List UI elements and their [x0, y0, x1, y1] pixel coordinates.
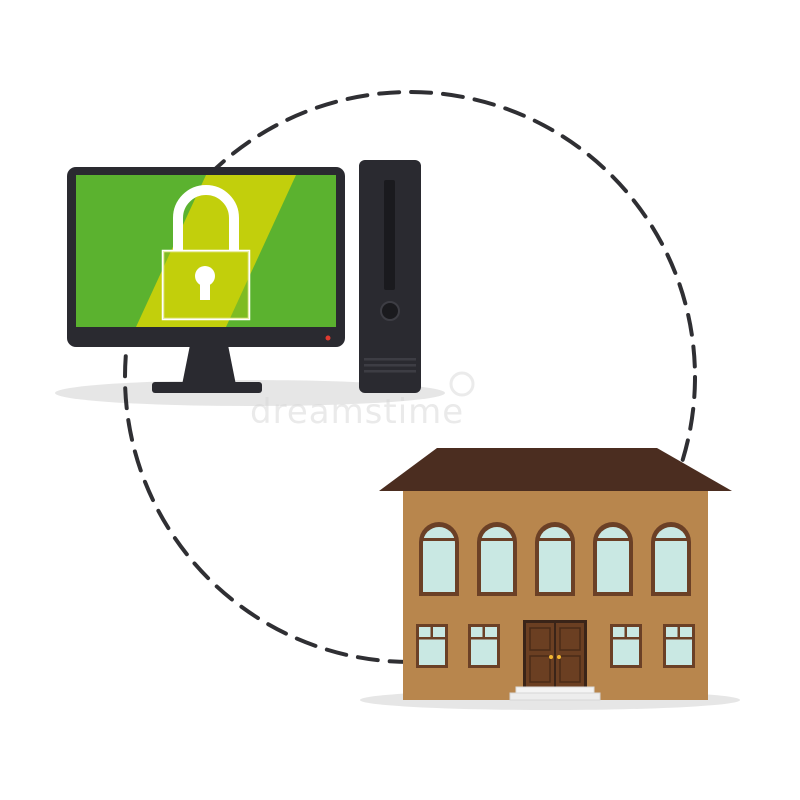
window — [535, 522, 575, 596]
watermark-text: dreamstime — [250, 392, 464, 432]
window — [419, 522, 459, 596]
window — [663, 624, 695, 668]
computer-tower-icon — [359, 160, 421, 393]
lock-icon — [161, 185, 251, 321]
watermark: dreamstime — [250, 371, 475, 432]
house-steps — [509, 686, 601, 701]
lower-windows — [416, 624, 695, 668]
window — [468, 624, 500, 668]
house-door — [523, 620, 587, 687]
power-led — [325, 335, 331, 341]
window — [416, 624, 448, 668]
window — [593, 522, 633, 596]
house-roof — [379, 448, 732, 491]
upper-windows — [419, 522, 691, 596]
house-icon — [379, 448, 732, 701]
window — [610, 624, 642, 668]
window — [651, 522, 691, 596]
window — [477, 522, 517, 596]
